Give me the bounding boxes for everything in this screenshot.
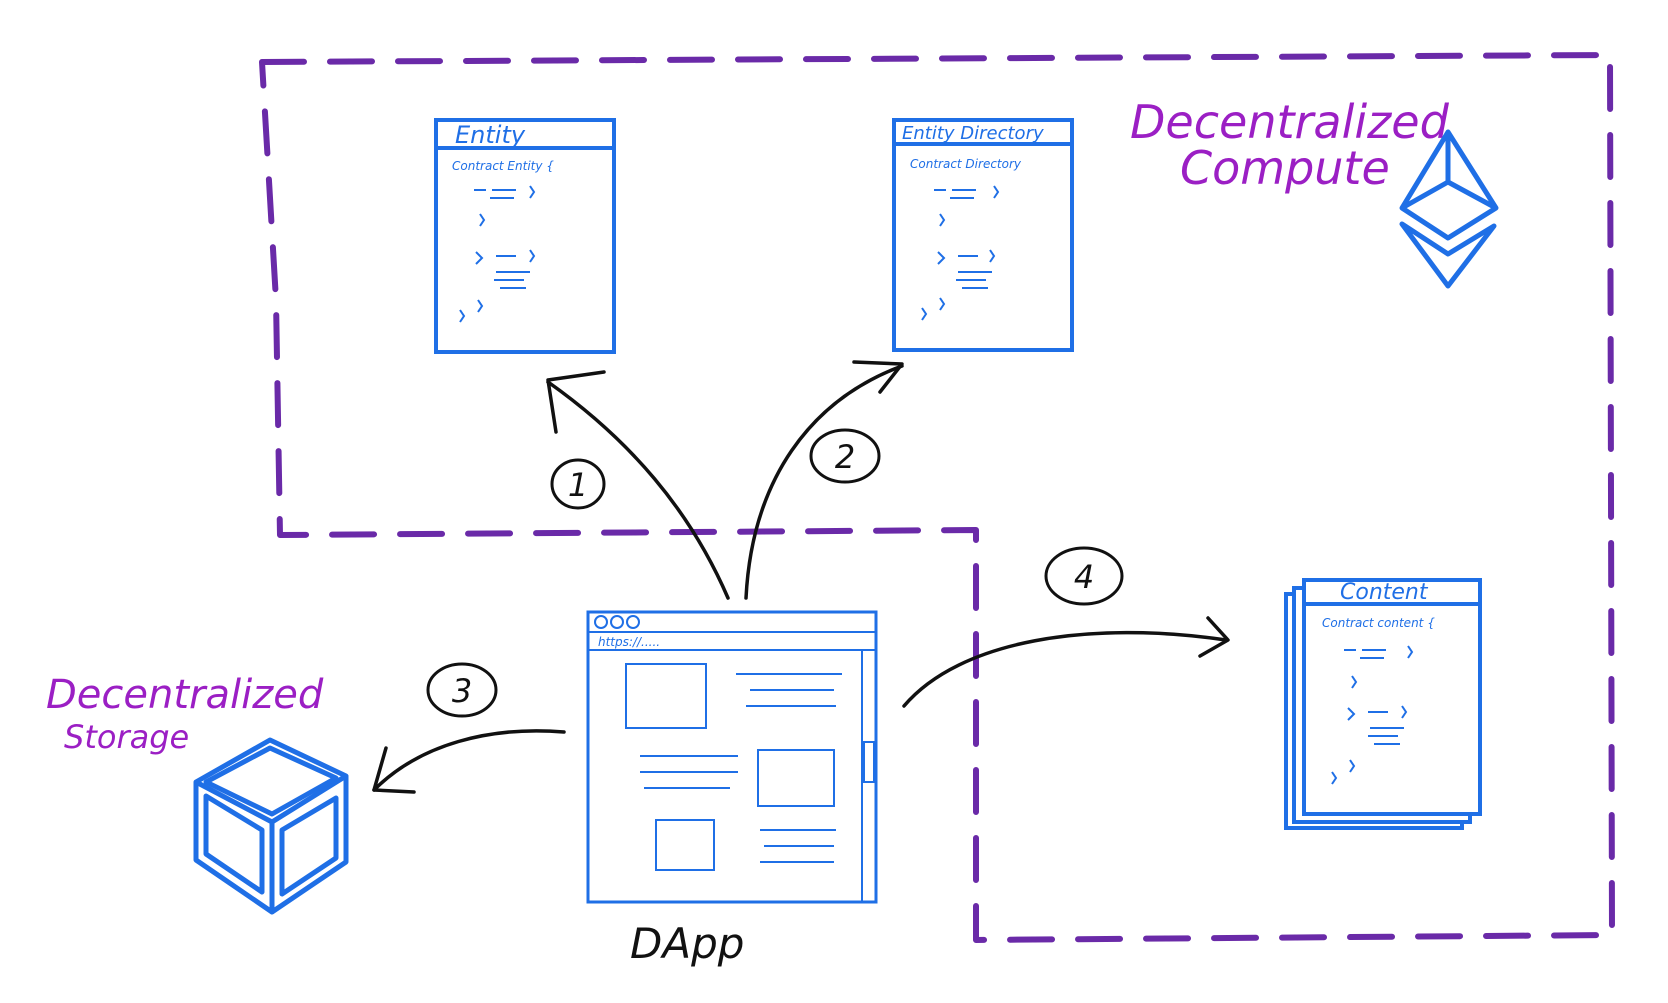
- content-contract-card: Content Contract content {: [1284, 578, 1482, 830]
- step-marker-1: 1: [550, 458, 606, 510]
- step-number-1: 1: [568, 466, 588, 504]
- arrow-to-directory-head: [852, 360, 904, 394]
- content-code-sketch: [1331, 645, 1414, 785]
- step-number-2: 2: [835, 438, 855, 476]
- arrow-to-directory: [744, 364, 904, 600]
- step-number-4: 4: [1074, 558, 1094, 596]
- cube-icon: [193, 737, 349, 915]
- browser-window-icon: https://.....: [586, 610, 878, 904]
- entity-code-sketch: [459, 185, 536, 323]
- arrow-to-content-head: [1198, 616, 1230, 658]
- step-marker-2: 2: [809, 428, 881, 484]
- directory-contract-code: Contract Directory: [910, 157, 1022, 171]
- arrow-to-entity-head: [546, 370, 606, 434]
- content-contract-title: Content: [1340, 580, 1429, 605]
- entity-contract-title: Entity: [455, 121, 526, 149]
- arrow-to-storage-head: [372, 746, 416, 794]
- step-marker-3: 3: [426, 662, 498, 718]
- storage-label-line1: Decentralized: [46, 672, 324, 718]
- browser-url: https://.....: [598, 635, 660, 649]
- dapp-label: DApp: [630, 919, 744, 968]
- storage-label-line2: Storage: [64, 718, 189, 756]
- ethereum-icon: [1399, 129, 1499, 289]
- step-marker-4: 4: [1044, 546, 1124, 606]
- directory-code-sketch: [921, 185, 1000, 321]
- entity-contract-code: Contract Entity {: [452, 159, 554, 173]
- directory-contract-card: Entity Directory Contract Directory: [892, 118, 1074, 352]
- step-number-3: 3: [452, 672, 472, 710]
- compute-label-line1: Decentralized: [1130, 95, 1450, 149]
- arrow-to-entity: [546, 380, 730, 600]
- directory-contract-title: Entity Directory: [902, 123, 1044, 144]
- entity-contract-card: Entity Contract Entity {: [434, 118, 616, 354]
- content-contract-code: Contract content {: [1322, 616, 1435, 630]
- arrow-to-storage: [372, 729, 566, 792]
- arrow-to-content: [902, 630, 1228, 708]
- compute-boundary: [259, 52, 1615, 943]
- compute-label-line2: Compute: [1180, 141, 1390, 195]
